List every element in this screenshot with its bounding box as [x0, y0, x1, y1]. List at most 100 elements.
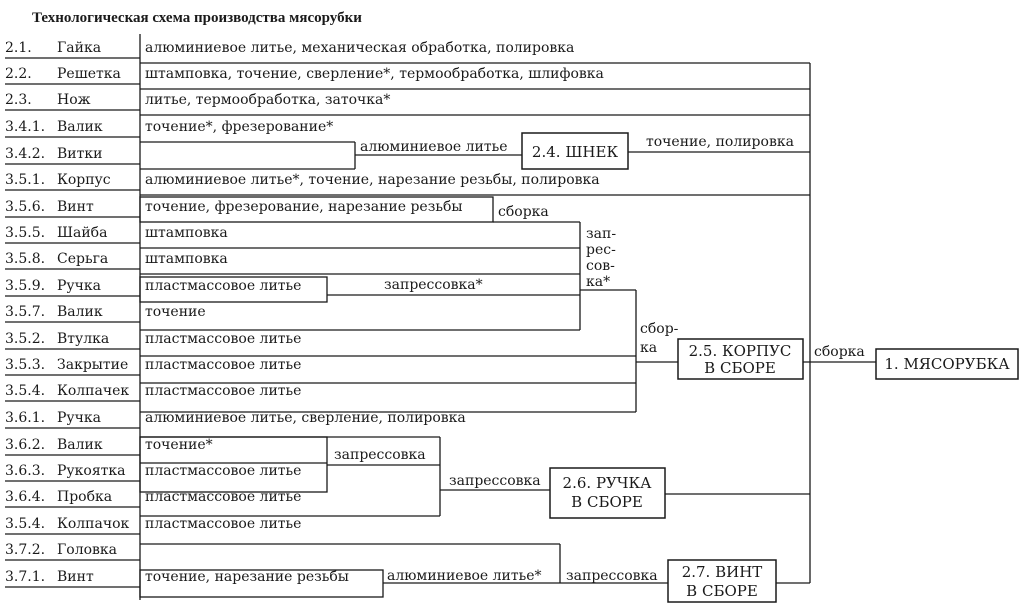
row-operations: штамповка [145, 225, 228, 241]
row-code: 3.6.4. [5, 489, 45, 505]
row-name: Головка [57, 542, 117, 558]
table-row: 3.5.4. Колпачек пластмассовое литье [5, 383, 301, 402]
row-operations: точение [145, 304, 206, 320]
row-name: Решетка [57, 66, 121, 82]
row-name: Винт [57, 569, 94, 585]
row-operations: штамповка [145, 251, 228, 267]
label-zapressovka-vint: запрессовка [566, 568, 658, 584]
connectors [139, 62, 876, 598]
row-name: Ручка [57, 410, 101, 426]
frame-vint-356 [139, 196, 494, 223]
row-operations: пластмассовое литье [145, 331, 301, 347]
frame-ruchka-359 [139, 276, 328, 303]
row-name: Втулка [57, 331, 109, 347]
shnek-label: 2.4. ШНЕК [532, 143, 619, 161]
ruchka-box: 2.6. РУЧКА В СБОРЕ [549, 467, 666, 519]
label-sbor-1: сбор- [640, 321, 679, 337]
row-operations: штамповка, точение, сверление*, термообр… [145, 66, 604, 82]
row-operations: литье, термообработка, заточка* [145, 92, 390, 108]
vint-box: 2.7. ВИНТ В СБОРЕ [667, 559, 777, 603]
row-name: Валик [57, 437, 103, 453]
row-operations: точение, нарезание резьбы [145, 569, 349, 585]
row-code: 2.2. [5, 66, 32, 82]
table-row: 3.7.1. Винт точение, нарезание резьбы [5, 569, 349, 588]
row-operations: пластмассовое литье [145, 516, 301, 532]
rows-layer: 2.1. Гайка алюминиевое литье, механическая… [5, 40, 604, 588]
table-row: 3.5.6. Винт точение, фрезерование, нарезан… [5, 199, 463, 218]
row-name: Ручка [57, 278, 101, 294]
row-operations: пластмассовое литье [145, 463, 301, 479]
row-operations: пластмассовое литье [145, 383, 301, 399]
row-operations: точение*, фрезерование* [145, 119, 333, 135]
label-zap-3: сов- [586, 258, 615, 274]
row-name: Валик [57, 119, 103, 135]
ruchka-label-1: 2.6. РУЧКА [563, 474, 653, 492]
row-code: 3.4.2. [5, 146, 45, 162]
table-row: 3.4.1. Валик точение*, фрезерование* [5, 119, 333, 138]
korpus-label-2: В СБОРЕ [704, 359, 776, 377]
row-code: 2.1. [5, 40, 32, 56]
label-zapressovka-handle: запрессовка [449, 473, 541, 489]
row-operations: пластмассовое литье [145, 489, 301, 505]
table-row: 3.6.2. Валик точение* [5, 437, 213, 456]
row-code: 3.5.5. [5, 225, 45, 241]
myasorubka-box: 1. МЯСОРУБКА [875, 348, 1019, 380]
row-code: 3.5.4. [5, 383, 45, 399]
row-code: 3.5.6. [5, 199, 45, 215]
row-code: 3.5.4. [5, 516, 45, 532]
diagram-title: Технологическая схема производства мясор… [32, 10, 362, 26]
row-code: 3.7.1. [5, 569, 45, 585]
row-name: Рукоятка [57, 463, 126, 479]
row-code: 2.3. [5, 92, 32, 108]
row-code: 3.6.2. [5, 437, 45, 453]
row-operations: алюминиевое литье, механическая обработк… [145, 40, 574, 56]
table-row: 3.5.5. Шайба штамповка [5, 225, 228, 244]
korpus-label-1: 2.5. КОРПУС [689, 342, 792, 360]
row-name: Гайка [57, 40, 101, 56]
row-code: 3.6.1. [5, 410, 45, 426]
row-name: Нож [57, 92, 91, 108]
row-name: Корпус [57, 172, 111, 188]
label-sbor-2: ка [640, 340, 657, 356]
row-operations: пластмассовое литье [145, 278, 301, 294]
label-shnek-in: алюминиевое литье [360, 139, 508, 155]
label-sborka-vint: сборка [498, 204, 549, 220]
label-alum-vint: алюминиевое литье* [387, 568, 542, 584]
row-code: 3.5.3. [5, 357, 45, 373]
table-row: 3.6.4. Пробка пластмассовое литье [5, 489, 301, 508]
row-code: 3.5.8. [5, 251, 45, 267]
table-row: 2.1. Гайка алюминиевое литье, механическая… [5, 40, 574, 59]
row-code: 3.6.3. [5, 463, 45, 479]
ruchka-label-2: В СБОРЕ [571, 493, 643, 511]
table-row: 3.5.9. Ручка пластмассовое литье [5, 278, 301, 297]
myasorubka-label: 1. МЯСОРУБКА [884, 355, 1010, 373]
vint-label-2: В СБОРЕ [686, 582, 758, 600]
row-name: Серьга [57, 251, 108, 267]
table-row: 3.7.2.Головка [5, 542, 140, 561]
label-zapressovka-ruchka: запрессовка* [384, 277, 483, 293]
row-name: Шайба [57, 225, 107, 241]
table-row: 3.5.8. Серьга штамповка [5, 251, 228, 270]
label-zap-1: зап- [586, 226, 616, 242]
row-operations: алюминиевое литье*, точение, нарезание р… [145, 172, 600, 188]
row-name: Винт [57, 199, 94, 215]
row-code: 3.4.1. [5, 119, 45, 135]
table-row: 3.4.2.Витки [5, 146, 140, 165]
table-row: 2.3. Нож литье, термообработка, заточка* [5, 92, 390, 111]
row-operations: пластмассовое литье [145, 357, 301, 373]
row-code: 3.5.9. [5, 278, 45, 294]
row-name: Закрытие [57, 357, 128, 373]
row-operations: точение* [145, 437, 213, 453]
row-code: 3.5.2. [5, 331, 45, 347]
row-name: Колпачек [57, 383, 129, 399]
row-operations: точение, фрезерование, нарезание резьбы [145, 199, 463, 215]
vint-label-1: 2.7. ВИНТ [682, 563, 763, 581]
row-name: Пробка [57, 489, 112, 505]
label-shnek-out: точение, полировка [646, 134, 794, 150]
label-sborka-final: сборка [814, 344, 865, 360]
